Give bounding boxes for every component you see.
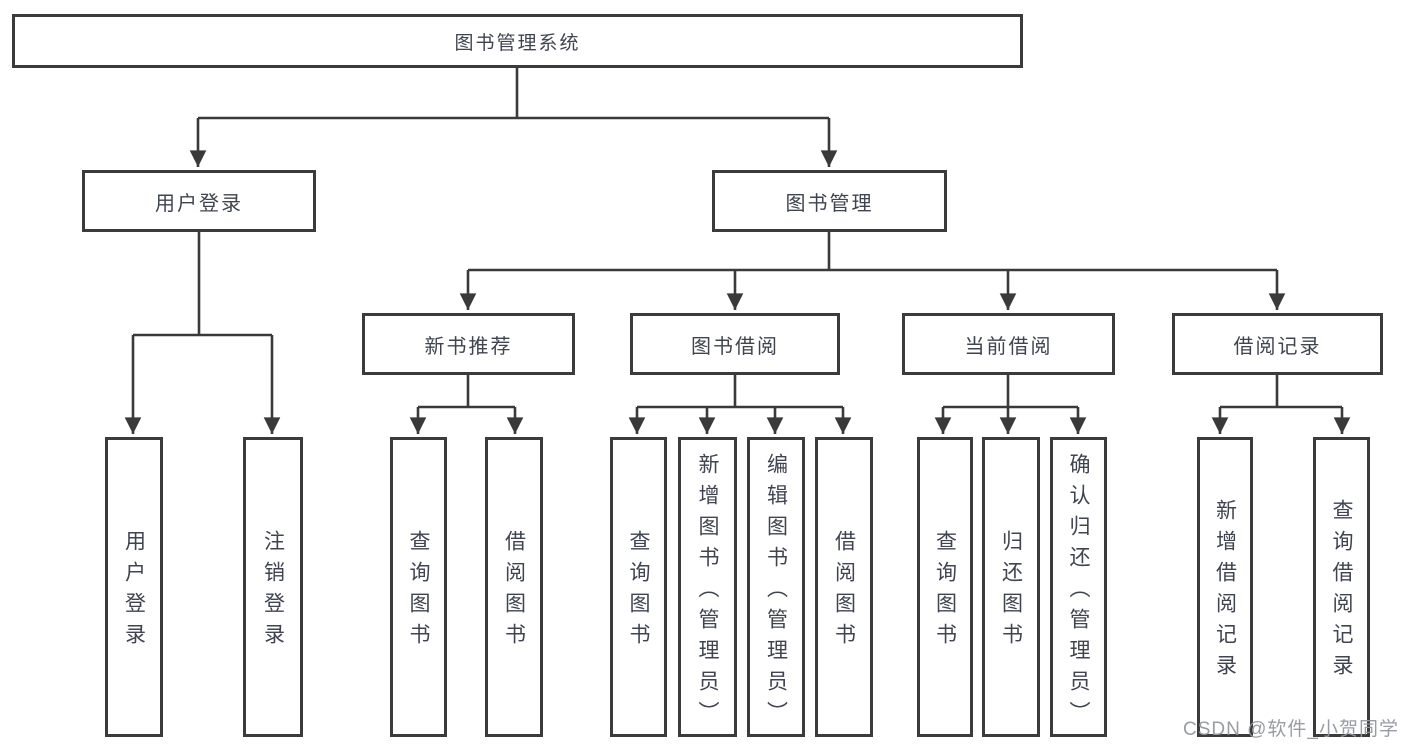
leaf-query-books-2: 查询图书 bbox=[610, 437, 667, 737]
leaf-user-login-label: 用户登录 bbox=[122, 530, 146, 654]
leaf-logout: 注销登录 bbox=[243, 437, 303, 737]
leaf-query-borrow-record: 查询借阅记录 bbox=[1313, 437, 1370, 737]
leaf-borrow-books-2: 借阅图书 bbox=[815, 437, 873, 737]
connector-new-book bbox=[418, 375, 515, 409]
watermark-text: CSDN @软件_小贺同学 bbox=[1183, 719, 1399, 740]
leaf-query-books-3: 查询图书 bbox=[917, 437, 973, 737]
node-new-book-recommend-label: 新书推荐 bbox=[424, 335, 513, 358]
leaf-confirm-return-admin-label: 确认归还（管理员） bbox=[1067, 452, 1090, 732]
node-root-system-label: 图书管理系统 bbox=[454, 32, 581, 54]
node-new-book-recommend: 新书推荐 bbox=[362, 313, 575, 375]
leaf-add-borrow-record: 新增借阅记录 bbox=[1197, 437, 1253, 737]
leaf-user-login: 用户登录 bbox=[105, 437, 163, 737]
connector-root bbox=[198, 68, 829, 120]
leaf-add-books-admin-label: 新增图书（管理员） bbox=[696, 452, 719, 732]
leaf-borrow-books-1-label: 借阅图书 bbox=[502, 530, 526, 654]
connector-book-borrow bbox=[637, 375, 843, 409]
connector-current-borrow bbox=[943, 375, 1078, 409]
leaf-return-books-label: 归还图书 bbox=[999, 530, 1023, 654]
node-root-system: 图书管理系统 bbox=[12, 14, 1023, 68]
leaf-query-books-2-label: 查询图书 bbox=[627, 530, 650, 654]
leaf-edit-books-admin-label: 编辑图书（管理员） bbox=[764, 452, 788, 732]
leaf-confirm-return-admin: 确认归还（管理员） bbox=[1050, 437, 1107, 737]
leaf-return-books: 归还图书 bbox=[982, 437, 1040, 737]
node-current-borrow-label: 当前借阅 bbox=[964, 335, 1053, 358]
leaf-query-books-1-label: 查询图书 bbox=[407, 530, 430, 654]
node-book-management-label: 图书管理 bbox=[785, 192, 874, 215]
node-borrow-records-label: 借阅记录 bbox=[1233, 335, 1322, 358]
leaf-query-borrow-record-label: 查询借阅记录 bbox=[1330, 499, 1353, 685]
node-current-borrow: 当前借阅 bbox=[902, 313, 1115, 375]
node-borrow-records: 借阅记录 bbox=[1172, 313, 1383, 375]
connector-book-management bbox=[468, 232, 1277, 272]
node-user-login-label: 用户登录 bbox=[155, 192, 243, 215]
node-user-login: 用户登录 bbox=[82, 170, 316, 232]
leaf-borrow-books-1: 借阅图书 bbox=[485, 437, 543, 737]
leaf-edit-books-admin: 编辑图书（管理员） bbox=[747, 437, 805, 737]
node-book-management: 图书管理 bbox=[712, 170, 947, 232]
connector-user-login bbox=[133, 232, 272, 337]
leaf-query-books-3-label: 查询图书 bbox=[933, 530, 957, 654]
leaf-add-books-admin: 新增图书（管理员） bbox=[678, 437, 737, 737]
node-book-borrow: 图书借阅 bbox=[630, 313, 840, 375]
node-book-borrow-label: 图书借阅 bbox=[691, 335, 779, 358]
leaf-borrow-books-2-label: 借阅图书 bbox=[832, 530, 856, 654]
leaf-add-borrow-record-label: 新增借阅记录 bbox=[1213, 499, 1237, 685]
leaf-query-books-1: 查询图书 bbox=[390, 437, 447, 737]
connector-borrow-records bbox=[1220, 375, 1342, 409]
leaf-logout-label: 注销登录 bbox=[261, 530, 285, 654]
